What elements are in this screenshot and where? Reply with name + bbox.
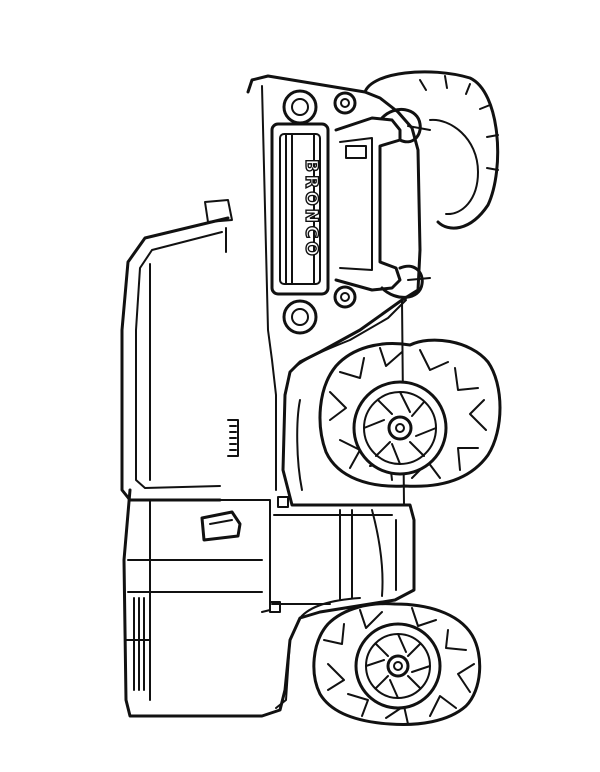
grille-badge-text: BRONCO [301, 159, 321, 259]
headlight-bottom-icon [282, 299, 318, 335]
front-bumper [225, 108, 431, 457]
front-wheel [318, 338, 502, 488]
rear-wheel [312, 602, 482, 726]
fog-light-bottom-icon [333, 285, 357, 309]
rear-top-wheel [363, 70, 500, 230]
side-panels [125, 496, 393, 701]
front-grille: BRONCO [270, 89, 357, 335]
headlight-top-icon [282, 89, 318, 125]
fog-light-top-icon [333, 91, 357, 115]
windshield-and-roof [120, 199, 233, 502]
